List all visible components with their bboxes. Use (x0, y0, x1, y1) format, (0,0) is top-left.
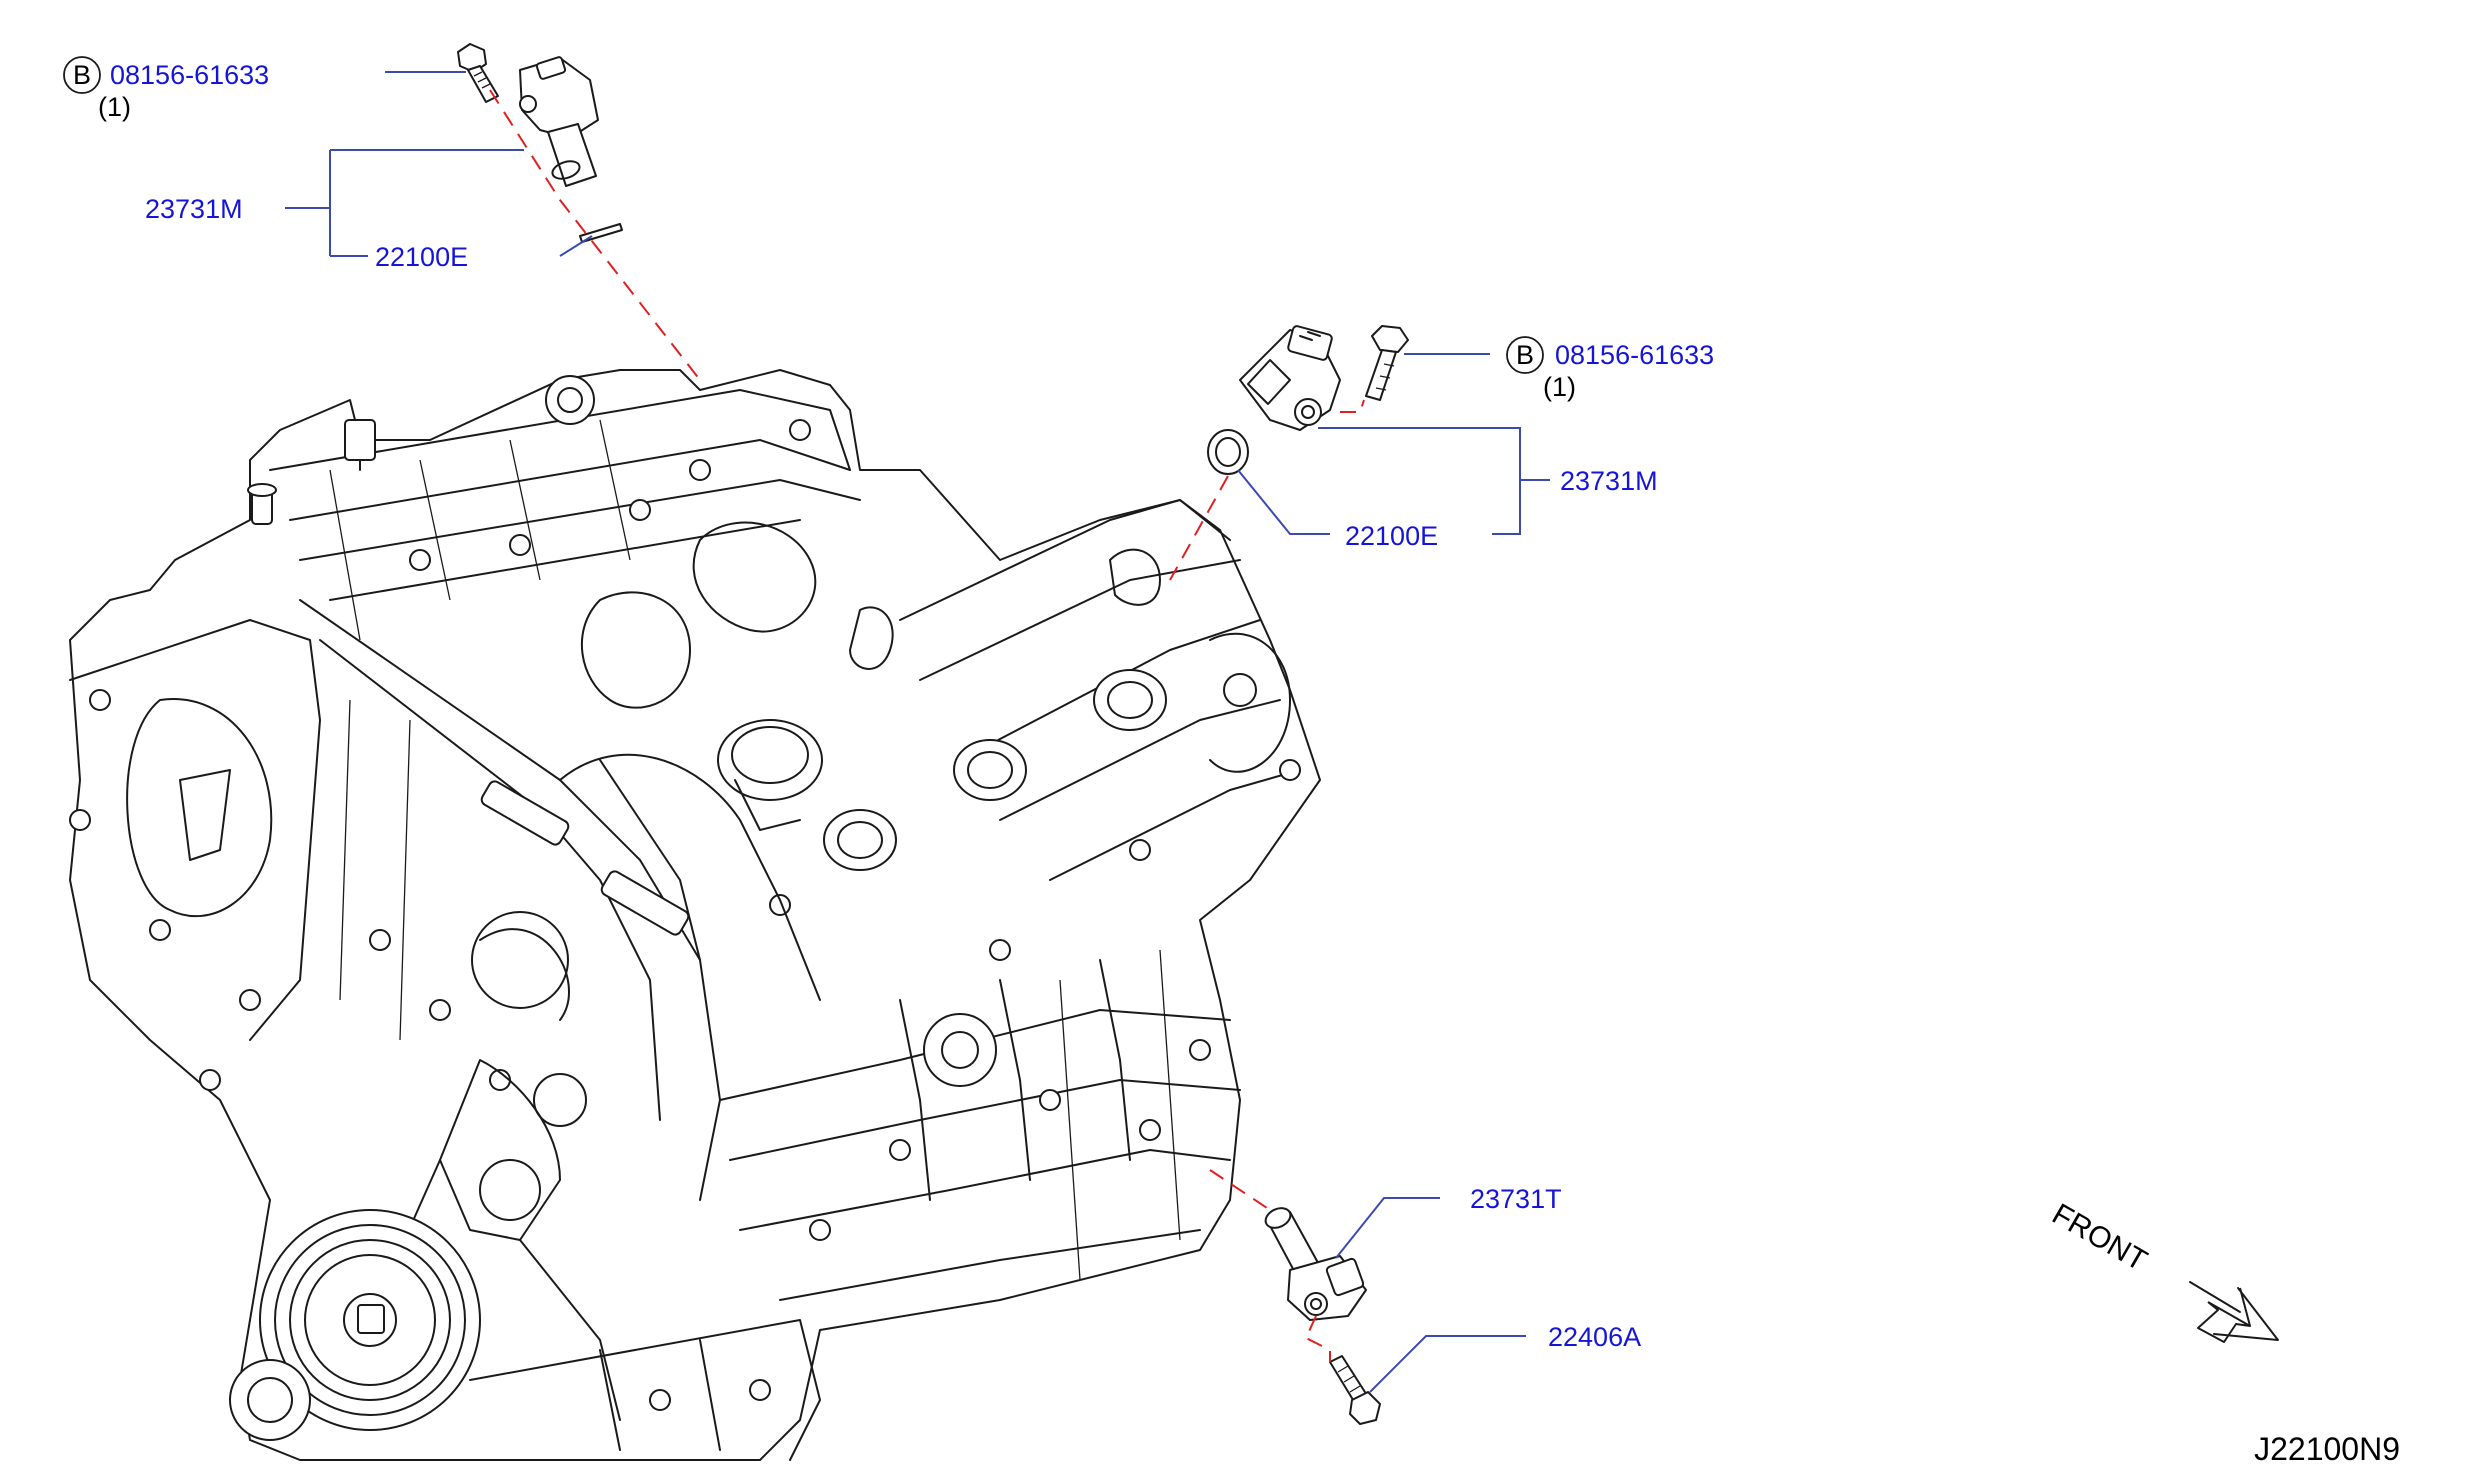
crank-sensor-group (1209, 1169, 1381, 1425)
label-sensor-left: 23731M (145, 194, 243, 224)
leader-lines (285, 71, 1550, 1393)
assembly-line-left (489, 89, 701, 381)
label-oring-right: 22100E (1345, 521, 1438, 551)
cam-sensor-left-group (457, 43, 701, 381)
b-marker-right: B (1516, 340, 1534, 370)
cam-sensor-right-group (1169, 325, 1409, 581)
label-bolt-right-qty: (1) (1543, 372, 1576, 402)
label-oring-left: 22100E (375, 242, 468, 272)
label-bolt-left: 08156-61633 (110, 60, 269, 90)
front-arrow-icon (2189, 1281, 2279, 1343)
bolt-right-icon (1365, 325, 1409, 401)
b-marker-left-icon (63, 56, 101, 94)
cam-sensor-right-icon (1239, 325, 1341, 431)
front-label: FRONT (2047, 1197, 2153, 1277)
engine-illustration (69, 369, 1321, 1461)
b-marker-left: B (73, 60, 91, 90)
label-crank-sensor: 23731T (1470, 1184, 1562, 1214)
assembly-line-crank (1209, 1169, 1271, 1211)
b-marker-right-icon (1506, 336, 1544, 374)
bolt-left-icon (457, 43, 499, 103)
assembly-line-right (1169, 475, 1229, 581)
cam-sensor-left-icon (519, 56, 599, 187)
diagram-id: J22100N9 (2254, 1431, 2400, 1467)
label-crank-bolt: 22406A (1548, 1322, 1641, 1352)
labels: B 08156-61633 (1) 23731M 22100E B 08156-… (63, 56, 2400, 1467)
label-bolt-right: 08156-61633 (1555, 340, 1714, 370)
label-bolt-left-qty: (1) (98, 92, 131, 122)
oring-right-icon (1207, 429, 1249, 475)
crank-bolt-icon (1329, 1355, 1381, 1425)
label-sensor-right: 23731M (1560, 466, 1658, 496)
assembly-line-right-bolt (1340, 399, 1365, 413)
assembly-line-crank-bolt (1304, 1315, 1331, 1362)
crank-sensor-icon (1264, 1207, 1367, 1321)
